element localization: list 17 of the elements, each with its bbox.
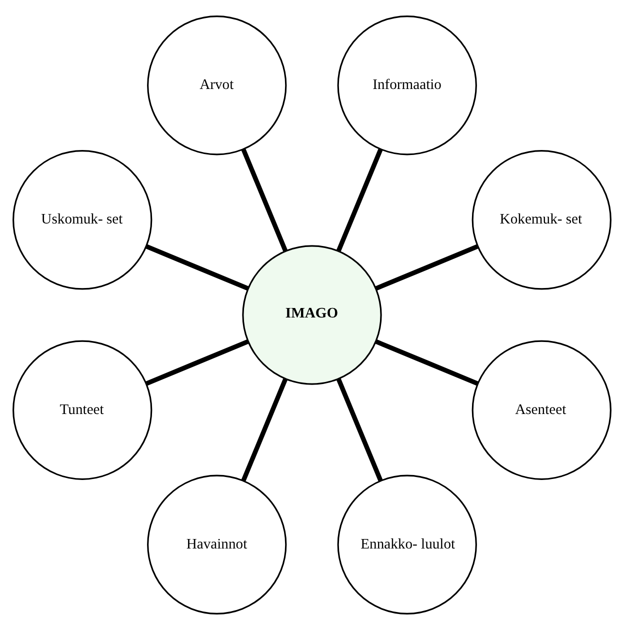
node-circle: Havainnot xyxy=(147,474,287,614)
node-circle: Arvot xyxy=(147,16,287,156)
node-circle: Uskomuk- set xyxy=(12,150,152,290)
node-circle: Ennakko- luulot xyxy=(337,474,477,614)
connector xyxy=(241,378,288,482)
connector xyxy=(336,378,383,482)
node-circle: Informaatio xyxy=(337,16,477,156)
connector xyxy=(375,244,478,291)
connector xyxy=(241,148,288,252)
connector xyxy=(146,244,249,291)
node-circle: Kokemuk- set xyxy=(472,150,612,290)
node-circle: IMAGO xyxy=(242,245,382,385)
node-circle: Tunteet xyxy=(12,340,152,480)
node-circle: Asenteet xyxy=(472,340,612,480)
connector xyxy=(336,148,383,252)
connector xyxy=(375,339,478,386)
connector xyxy=(146,339,249,386)
